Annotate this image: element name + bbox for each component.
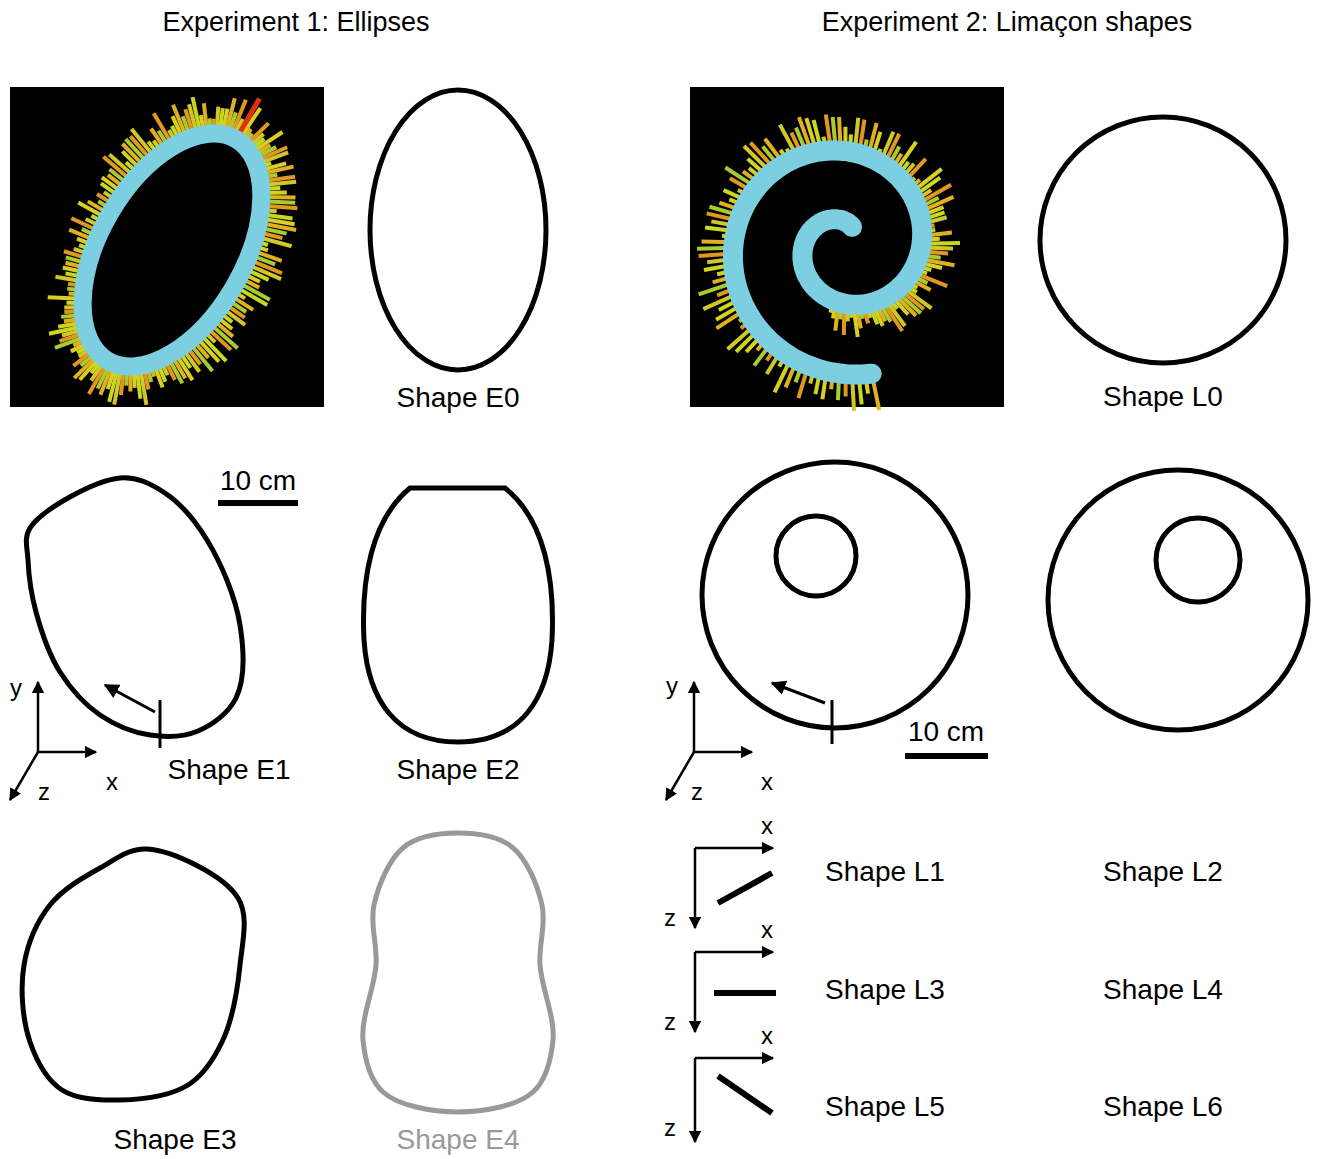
spiral-render: [697, 115, 960, 411]
label: Shape L4: [1103, 976, 1223, 1004]
axis: [694, 1058, 697, 1142]
axis: [693, 682, 696, 752]
scale-bar: [905, 753, 988, 759]
start-tick: [831, 700, 834, 744]
shape-outline: [370, 90, 546, 370]
shape-outline: [1048, 470, 1308, 730]
label: Shape E4: [397, 1126, 520, 1154]
label: Shape L6: [1103, 1093, 1223, 1121]
label: Shape L2: [1103, 858, 1223, 886]
shape-outline: [363, 833, 553, 1112]
label: 10 cm: [220, 467, 296, 495]
axis: [37, 682, 40, 752]
label: z: [691, 780, 703, 804]
label: Shape E0: [397, 384, 520, 412]
label: y: [666, 674, 678, 698]
direction-arrow: [105, 685, 155, 712]
label: z: [38, 780, 50, 804]
label: Shape L3: [825, 976, 945, 1004]
axis: [695, 847, 773, 850]
axis: [666, 752, 694, 800]
axis: [38, 751, 96, 754]
scale-bar: [218, 500, 298, 506]
shape-outline: [22, 849, 244, 1100]
column-heading: Experiment 2: Limaçon shapes: [822, 9, 1193, 36]
axis: [695, 951, 773, 954]
label: x: [761, 814, 773, 838]
ellipse-render: [0, 45, 355, 449]
label: x: [761, 918, 773, 942]
shape-outline: [1156, 518, 1240, 602]
label: 10 cm: [908, 718, 984, 746]
axis: [694, 751, 752, 754]
shape-outline: [702, 462, 968, 728]
label: Shape E1: [168, 756, 291, 784]
axis: [695, 1057, 773, 1060]
shape-outline: [776, 516, 856, 596]
render-panel: [690, 87, 1004, 407]
label: Shape L5: [825, 1093, 945, 1121]
plane-orientation: [718, 873, 772, 903]
axis: [694, 952, 697, 1032]
label: z: [664, 1116, 676, 1140]
label: Shape L1: [825, 858, 945, 886]
label: x: [761, 1024, 773, 1048]
label: z: [664, 1010, 676, 1034]
label: z: [664, 906, 676, 930]
shape-outline: [1040, 117, 1286, 363]
plane-orientation: [714, 990, 776, 996]
label: Shape L0: [1103, 383, 1223, 411]
label: x: [106, 770, 118, 794]
shape-outline: [26, 478, 243, 737]
start-tick: [159, 700, 162, 748]
direction-arrow: [772, 683, 825, 703]
label: Shape E3: [114, 1126, 237, 1154]
label: y: [10, 676, 22, 700]
axis: [10, 752, 38, 800]
render-panel: [10, 87, 324, 407]
shape-outline: [364, 488, 553, 742]
plane-orientation: [718, 1076, 772, 1113]
label: Shape E2: [397, 756, 520, 784]
column-heading: Experiment 1: Ellipses: [162, 9, 429, 36]
axis: [694, 848, 697, 928]
label: x: [761, 770, 773, 794]
